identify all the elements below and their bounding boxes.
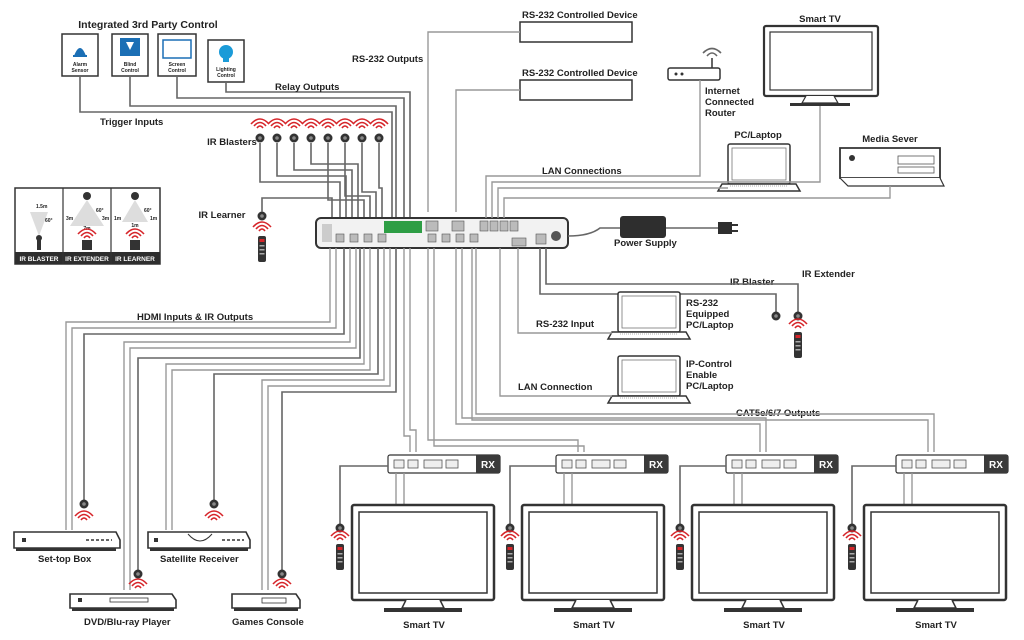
smart-tv-bottom-label-2: Smart TV — [573, 620, 615, 631]
rx-label-2: RX — [649, 460, 663, 471]
satellite-receiver-label: Satellite Receiver — [160, 554, 239, 565]
smart-tv-top-label: Smart TV — [799, 14, 841, 25]
screen-label-2: Control — [168, 68, 186, 74]
smart-tv-bottom-3 — [690, 503, 836, 614]
lighting-label-1: Lighting — [216, 67, 236, 73]
games-console-label: Games Console — [232, 617, 304, 628]
rs232-pc-label-2: Equipped — [686, 309, 729, 320]
pc-laptop-top — [717, 143, 801, 192]
legend-ir-extender: IR EXTENDER — [65, 256, 109, 263]
smart-tv-bottom-4 — [862, 503, 1008, 614]
rs232-pc-label-1: RS-232 — [686, 298, 718, 309]
legend-extender-right: 3m — [102, 216, 110, 222]
power-supply-label: Power Supply — [614, 238, 678, 249]
smart-tv-bottom-label-1: Smart TV — [403, 620, 445, 631]
legend-ir-learner: IR LEARNER — [115, 256, 155, 263]
lighting-control: Lighting Control — [207, 39, 245, 83]
pc-laptop-label: PC/Laptop — [734, 130, 782, 141]
legend-learner-right: 1m — [150, 216, 158, 222]
media-server — [839, 147, 945, 187]
dvd-bluray-player — [69, 593, 177, 611]
matrix-switcher — [315, 217, 569, 249]
internet-router — [667, 47, 722, 81]
alarm-label-2: Sensor — [72, 68, 89, 74]
power-supply — [567, 216, 738, 238]
rs232-pc-laptop — [607, 291, 691, 340]
blind-control: Blind Control — [111, 33, 149, 77]
router-label-1: Internet — [705, 86, 741, 97]
ir-blasters-label: IR Blasters — [207, 137, 257, 148]
rs232-device-2-label: RS-232 Controlled Device — [522, 68, 638, 79]
blind-label-2: Control — [121, 68, 139, 74]
router-label-2: Connected — [705, 97, 754, 108]
ir-blaster-array — [250, 118, 389, 143]
ir-extender-right-label: IR Extender — [802, 269, 855, 280]
dvd-player-label: DVD/Blu-ray Player — [84, 617, 171, 628]
ip-pc-laptop — [607, 355, 691, 404]
relay-outputs-label: Relay Outputs — [275, 82, 339, 93]
rx-receiver-2: RX — [555, 454, 669, 474]
screen-control: Screen Control — [157, 33, 197, 77]
rx-label-4: RX — [989, 460, 1003, 471]
set-top-box-label: Set-top Box — [38, 554, 92, 565]
ip-pc-label-3: PC/Laptop — [686, 381, 734, 392]
rx-receiver-1: RX — [387, 454, 501, 474]
legend-learner-angle: 60° — [144, 208, 152, 214]
legend-ir-blaster: IR BLASTER — [20, 256, 59, 263]
legend-extender-left: 3m — [66, 216, 74, 222]
rs232-pc-label-3: PC/Laptop — [686, 320, 734, 331]
ir-learner-label: IR Learner — [199, 210, 246, 221]
ip-pc-label-1: IP-Control — [686, 359, 732, 370]
ir-range-legend: IR BLASTER IR EXTENDER IR LEARNER 1.5m 6… — [14, 187, 161, 265]
legend-blaster-range: 1.5m — [36, 204, 48, 210]
alarm-sensor: Alarm Sensor — [61, 33, 99, 77]
satellite-receiver — [147, 531, 251, 551]
rs232-outputs-label: RS-232 Outputs — [352, 54, 423, 65]
lan-connection-label: LAN Connection — [518, 382, 593, 393]
legend-learner-left: 1m — [114, 216, 122, 222]
hdmi-io-label: HDMI Inputs & IR Outputs — [137, 312, 253, 323]
smart-tv-bottom-label-4: Smart TV — [915, 620, 957, 631]
smart-tv-top — [762, 24, 880, 106]
trigger-inputs-label: Trigger Inputs — [100, 117, 163, 128]
lighting-label-2: Control — [217, 73, 235, 79]
lan-connections-label: LAN Connections — [542, 166, 622, 177]
smart-tv-bottom-2 — [520, 503, 666, 614]
games-console — [231, 593, 301, 611]
smart-tv-bottom-label-3: Smart TV — [743, 620, 785, 631]
rx-receiver-4: RX — [895, 454, 1009, 474]
legend-learner-range: 1m — [131, 223, 139, 229]
legend-extender-angle: 60° — [96, 208, 104, 214]
integrated-control-label: Integrated 3rd Party Control — [78, 19, 218, 31]
ir-blaster-right-label: IR Blaster — [730, 277, 775, 288]
rs232-device-1-label: RS-232 Controlled Device — [522, 10, 638, 21]
set-top-box — [13, 531, 121, 551]
rs232-device-2 — [519, 79, 633, 101]
rx-label-3: RX — [819, 460, 833, 471]
rs232-input-label: RS-232 Input — [536, 319, 595, 330]
ip-pc-label-2: Enable — [686, 370, 717, 381]
media-server-label: Media Sever — [862, 134, 918, 145]
smart-tv-bottom-1 — [350, 503, 496, 614]
alarm-label-1: Alarm — [73, 62, 88, 68]
legend-blaster-angle: 60° — [45, 218, 53, 224]
blind-label-1: Blind — [124, 62, 137, 68]
rx-receiver-3: RX — [725, 454, 839, 474]
rx-label-1: RX — [481, 460, 495, 471]
router-label-3: Router — [705, 108, 736, 119]
screen-label-1: Screen — [169, 62, 186, 68]
rs232-device-1 — [519, 21, 633, 43]
